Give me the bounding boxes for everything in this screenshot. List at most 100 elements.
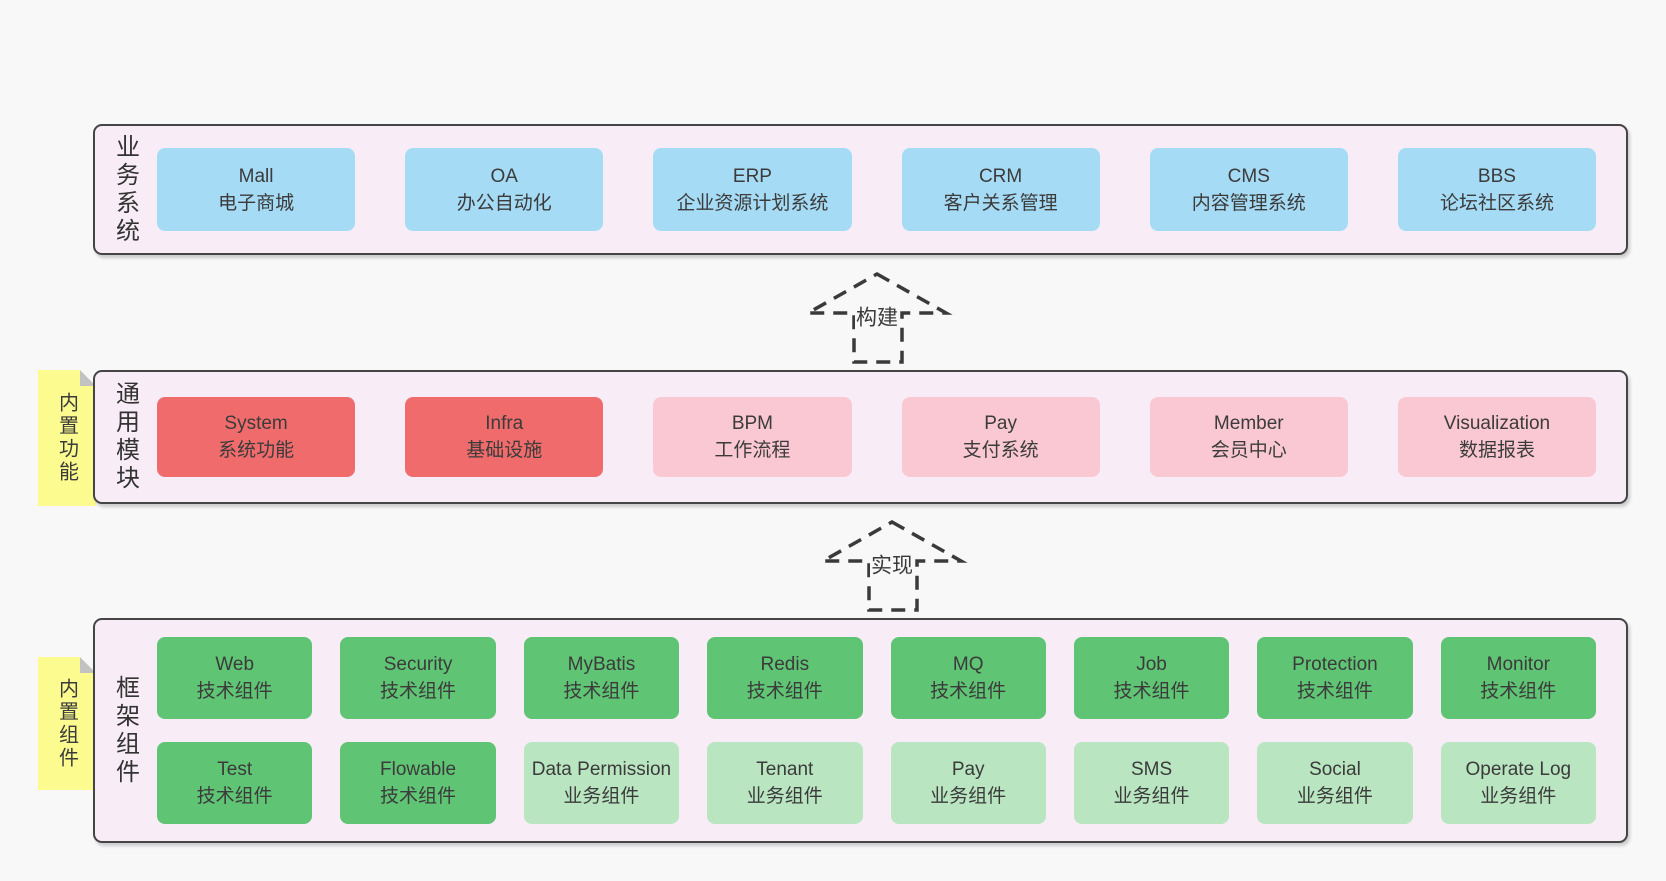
box-subtitle: 技术组件 [563, 681, 640, 702]
box-subtitle: 技术组件 [380, 786, 457, 807]
box-subtitle: 系统功能 [218, 440, 295, 461]
box-title: Protection [1292, 654, 1378, 675]
box-title: SMS [1130, 759, 1173, 780]
box-subtitle: 业务组件 [1480, 786, 1557, 807]
box-visualization: Visualization 数据报表 [1397, 397, 1597, 477]
box-subtitle: 业务组件 [746, 786, 823, 807]
box-title: MQ [952, 654, 984, 675]
box-subtitle: 技术组件 [746, 681, 823, 702]
box-security: Security 技术组件 [340, 637, 496, 719]
components-row-1: Web 技术组件 Security 技术组件 MyBatis 技术组件 Redi… [157, 637, 1596, 719]
modules-box-row: System 系统功能 Infra 基础设施 BPM 工作流程 Pay 支付系统… [157, 397, 1597, 477]
box-title: Data Permission [531, 759, 672, 780]
arrow-label-background [870, 549, 914, 583]
box-pay: Pay 支付系统 [901, 397, 1100, 477]
band-business-systems: 业务系统 Mall 电子商城 OA 办公自动化 ERP 企业资源计划系统 CRM… [93, 124, 1628, 255]
box-title: Job [1136, 654, 1167, 675]
band-label-modules: 通用模块 [111, 381, 139, 493]
box-title: Infra [485, 413, 524, 434]
band-framework-components: 框架组件 Web 技术组件 Security 技术组件 MyBatis 技术组件… [93, 618, 1628, 843]
box-crm: CRM 客户关系管理 [901, 148, 1100, 231]
box-oa: OA 办公自动化 [405, 148, 604, 231]
box-title: Monitor [1486, 654, 1550, 675]
band-common-modules: 通用模块 System 系统功能 Infra 基础设施 BPM 工作流程 Pay… [93, 370, 1628, 504]
box-monitor: Monitor 技术组件 [1440, 637, 1596, 719]
box-subtitle: 业务组件 [930, 786, 1007, 807]
box-subtitle: 电子商城 [218, 192, 295, 214]
box-title: ERP [732, 165, 772, 187]
box-infra: Infra 基础设施 [405, 397, 604, 477]
box-subtitle: 基础设施 [466, 440, 543, 461]
box-operate-log: Operate Log 业务组件 [1440, 742, 1596, 824]
box-title: Pay [951, 759, 985, 780]
box-title: Pay [984, 413, 1017, 434]
sticky-note-built-in-components: 内置组件 [38, 657, 96, 790]
box-pay-component: Pay 业务组件 [890, 742, 1046, 824]
box-title: CRM [978, 165, 1023, 187]
box-subtitle: 技术组件 [930, 681, 1007, 702]
business-box-row: Mall 电子商城 OA 办公自动化 ERP 企业资源计划系统 CRM 客户关系… [157, 148, 1597, 231]
box-job: Job 技术组件 [1073, 637, 1230, 719]
box-title: BBS [1477, 165, 1516, 187]
box-title: Security [383, 654, 453, 675]
box-subtitle: 客户关系管理 [943, 192, 1058, 214]
box-redis: Redis 技术组件 [707, 637, 863, 719]
box-subtitle: 业务组件 [563, 786, 640, 807]
box-data-permission: Data Permission 业务组件 [523, 742, 680, 824]
box-subtitle: 技术组件 [1480, 681, 1557, 702]
box-mall: Mall 电子商城 [157, 148, 356, 231]
arrow-up-icon [816, 519, 968, 612]
arrow-implement: 实现 [816, 519, 968, 612]
arrow-up-icon [801, 271, 953, 364]
box-title: Operate Log [1465, 759, 1572, 780]
box-title: Tenant [756, 759, 814, 780]
box-bpm: BPM 工作流程 [653, 397, 852, 477]
components-row-2: Test 技术组件 Flowable 技术组件 Data Permission … [157, 742, 1596, 824]
arrow-label: 实现 [871, 555, 913, 578]
box-mq: MQ 技术组件 [890, 637, 1046, 719]
box-social: Social 业务组件 [1257, 742, 1413, 824]
box-subtitle: 工作流程 [714, 440, 791, 461]
box-subtitle: 数据报表 [1458, 440, 1535, 461]
box-title: CMS [1227, 165, 1270, 187]
components-box-rows: Web 技术组件 Security 技术组件 MyBatis 技术组件 Redi… [157, 637, 1596, 824]
box-subtitle: 技术组件 [196, 681, 273, 702]
box-system: System 系统功能 [157, 397, 356, 477]
sticky-label: 内置组件 [55, 677, 78, 770]
box-sms: SMS 业务组件 [1073, 742, 1230, 824]
box-title: System [224, 413, 288, 434]
arrow-label: 构建 [856, 307, 898, 330]
box-subtitle: 办公自动化 [456, 192, 552, 214]
box-tenant: Tenant 业务组件 [707, 742, 863, 824]
box-member: Member 会员中心 [1149, 397, 1348, 477]
box-title: Redis [760, 654, 810, 675]
band-label-business: 业务系统 [111, 133, 139, 246]
box-title: Web [215, 654, 255, 675]
box-title: Member [1213, 413, 1284, 434]
box-cms: CMS 内容管理系统 [1149, 148, 1348, 231]
box-title: Social [1309, 759, 1361, 780]
box-title: Visualization [1443, 413, 1551, 434]
box-protection: Protection 技术组件 [1257, 637, 1413, 719]
box-subtitle: 技术组件 [1113, 681, 1190, 702]
box-subtitle: 企业资源计划系统 [676, 192, 829, 214]
arrow-build: 构建 [801, 271, 953, 364]
sticky-label: 内置功能 [55, 392, 78, 484]
box-subtitle: 技术组件 [380, 681, 457, 702]
box-title: Test [217, 759, 253, 780]
box-subtitle: 内容管理系统 [1191, 192, 1306, 214]
arrow-label-background [855, 301, 899, 335]
box-subtitle: 业务组件 [1113, 786, 1190, 807]
box-test: Test 技术组件 [157, 742, 313, 824]
box-web: Web 技术组件 [157, 637, 313, 719]
sticky-note-built-in-features: 内置功能 [38, 370, 96, 506]
box-subtitle: 业务组件 [1296, 786, 1373, 807]
box-title: BPM [731, 413, 774, 434]
box-mybatis: MyBatis 技术组件 [523, 637, 680, 719]
box-subtitle: 论坛社区系统 [1439, 192, 1554, 214]
box-subtitle: 支付系统 [962, 440, 1039, 461]
box-title: Mall [238, 165, 274, 187]
box-title: MyBatis [567, 654, 636, 675]
box-title: Flowable [380, 759, 457, 780]
